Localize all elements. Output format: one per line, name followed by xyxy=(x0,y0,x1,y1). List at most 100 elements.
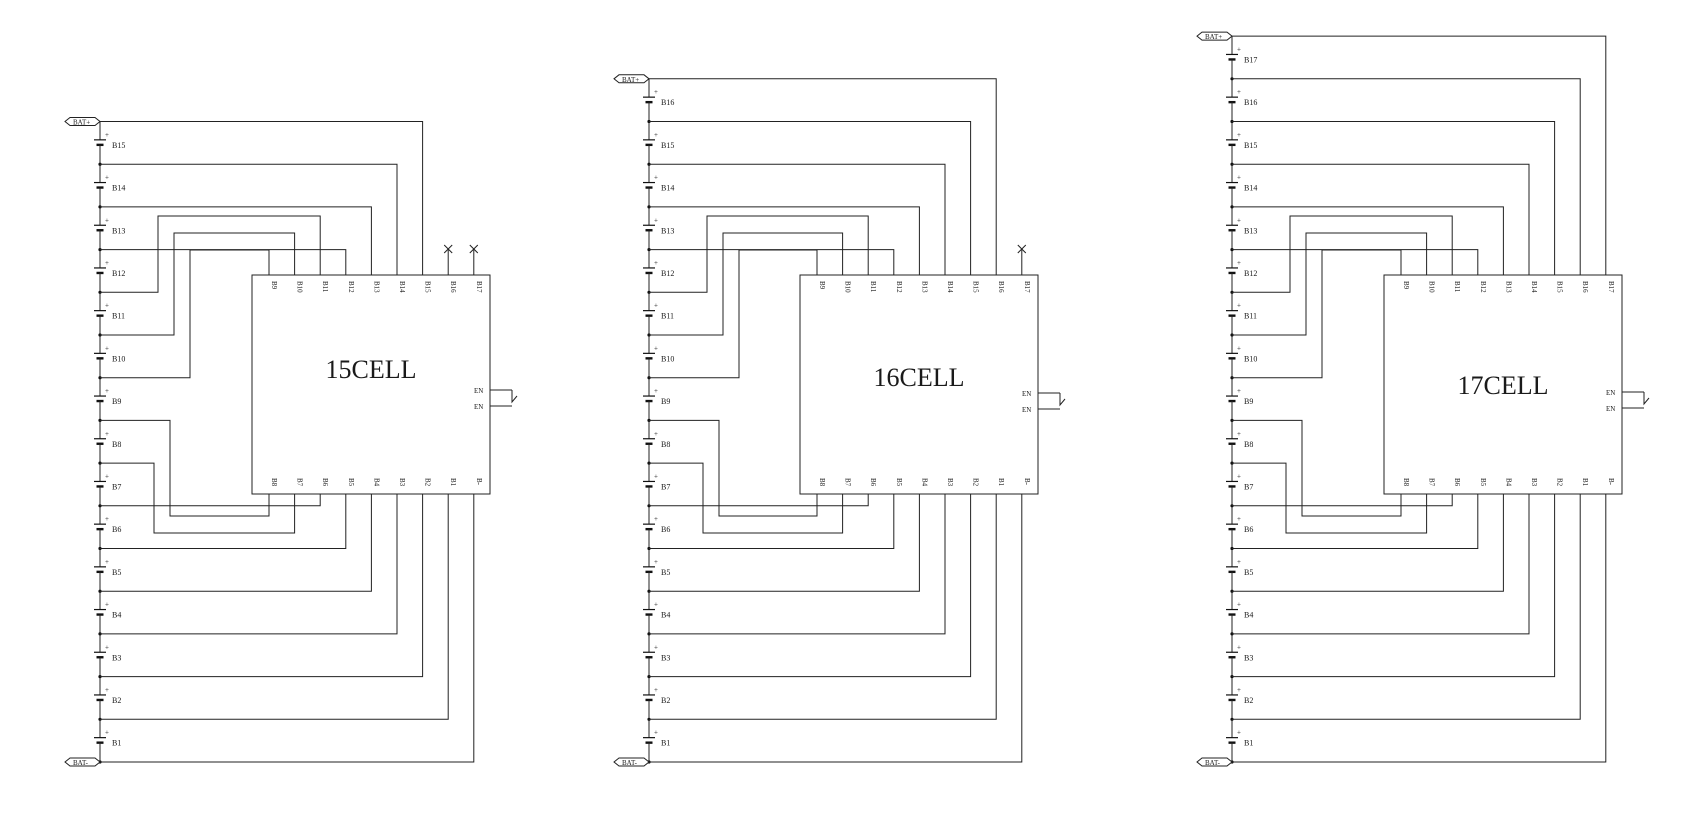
chip-label: 15CELL xyxy=(326,355,417,384)
top-pin-label: B10 xyxy=(844,281,852,293)
wire xyxy=(100,494,398,635)
cell-plus-sign: + xyxy=(654,387,658,395)
cell-label: B13 xyxy=(1244,226,1257,235)
cell-label: B9 xyxy=(661,397,670,406)
net-flag-label: BAT+ xyxy=(73,119,90,127)
wire xyxy=(100,494,475,763)
cell-plus-sign: + xyxy=(105,472,109,480)
cell-label: B10 xyxy=(112,354,125,363)
net-wire-bottom-b3 xyxy=(1232,494,1530,635)
bottom-pin-label: B1 xyxy=(449,478,457,487)
wire xyxy=(1232,494,1581,720)
cell-label: B14 xyxy=(661,184,674,193)
cell-plus-sign: + xyxy=(1237,387,1241,395)
cell-plus-sign: + xyxy=(105,131,109,139)
top-pin-label: B13 xyxy=(920,281,928,293)
wire xyxy=(1232,419,1402,517)
wire xyxy=(649,494,946,635)
battery-cell-b8: +B8 xyxy=(643,420,670,465)
cell-plus-sign: + xyxy=(654,430,658,438)
cell-plus-sign: + xyxy=(1237,729,1241,737)
bottom-pin-label: B7 xyxy=(1428,478,1436,487)
battery-cell-b12: +B12 xyxy=(643,249,674,294)
net-wire-bottom-b1 xyxy=(649,494,997,720)
top-pin-label: B10 xyxy=(296,281,304,293)
cell-label: B5 xyxy=(1244,568,1253,577)
battery-cell-b8: +B8 xyxy=(94,420,121,465)
battery-cell-b5: +B5 xyxy=(94,548,121,593)
bottom-pin-label: B6 xyxy=(869,478,877,487)
cell-plus-sign: + xyxy=(654,729,658,737)
net-wire-top-b15 xyxy=(100,121,424,275)
top-pin-label: B17 xyxy=(475,281,483,293)
battery-cell-b14: +B14 xyxy=(94,164,125,209)
wire xyxy=(649,121,972,275)
wire xyxy=(100,163,398,275)
net-wire-top-b11 xyxy=(100,215,321,293)
net-wire-bottom-b2 xyxy=(649,494,972,678)
cell-plus-sign: + xyxy=(1237,515,1241,523)
cell-label: B4 xyxy=(661,611,670,620)
battery-cell-b10: +B10 xyxy=(643,335,674,380)
cell-label: B8 xyxy=(112,440,121,449)
top-pin-label: B13 xyxy=(372,281,380,293)
net-flag-shape xyxy=(64,757,101,767)
cell-label: B4 xyxy=(1244,611,1253,620)
cell-plus-sign: + xyxy=(654,601,658,609)
schematic-15cell: +B1+B2+B3+B4+B5+B6+B7+B8+B9+B10+B11+B12+… xyxy=(64,117,518,767)
cell-plus-sign: + xyxy=(654,259,658,267)
net-wire-bottom-b1 xyxy=(100,494,449,720)
top-pin-label: B16 xyxy=(449,281,457,293)
wire xyxy=(100,494,424,678)
wire xyxy=(649,494,869,507)
no-connect-b17 xyxy=(469,244,479,275)
cell-label: B6 xyxy=(1244,525,1253,534)
net-wire-bottom-b5 xyxy=(1232,494,1479,549)
cell-label: B12 xyxy=(661,269,674,278)
cell-label: B6 xyxy=(112,525,121,534)
chip-body xyxy=(1383,274,1623,495)
cell-label: B1 xyxy=(112,739,121,748)
wire xyxy=(1232,232,1428,336)
chip-label: 17CELL xyxy=(1458,371,1549,400)
top-pin-label: B11 xyxy=(321,281,329,293)
battery-cell-b13: +B13 xyxy=(1226,206,1257,252)
net-wire-bottom-b- xyxy=(1232,494,1607,763)
wire xyxy=(649,78,997,275)
bottom-pin-label: B5 xyxy=(895,478,903,487)
net-flag-label: BAT+ xyxy=(1205,33,1222,41)
battery-cell-b15: +B15 xyxy=(1226,121,1257,166)
wire xyxy=(100,206,372,275)
battery-cell-b17: +B17 xyxy=(1226,36,1257,81)
net-wire-bottom-b6 xyxy=(100,494,321,507)
wire xyxy=(1232,494,1453,507)
bottom-pin-label: B7 xyxy=(844,478,852,487)
cell-plus-sign: + xyxy=(654,88,658,96)
top-pin-label: B11 xyxy=(1453,281,1461,293)
net-flag-label: BAT- xyxy=(622,759,638,767)
bottom-pin-label: B8 xyxy=(270,478,278,487)
net-wire-top-b12 xyxy=(100,249,347,275)
net-wire-bottom-b4 xyxy=(649,494,920,592)
cell-label: B12 xyxy=(1244,269,1257,278)
wire xyxy=(1232,494,1607,763)
top-pin-label: B10 xyxy=(1428,281,1436,293)
net-wire-top-b12 xyxy=(649,249,895,275)
en-pin-label: EN xyxy=(474,403,483,411)
net-wire-top-b14 xyxy=(1232,163,1530,275)
wire xyxy=(1232,249,1479,275)
cell-plus-sign: + xyxy=(1237,686,1241,694)
wire xyxy=(100,494,347,549)
bottom-pin-label: B7 xyxy=(296,478,304,487)
bottom-pin-label: B5 xyxy=(1479,478,1487,487)
cell-plus-sign: + xyxy=(105,344,109,352)
net-wire-bottom-b6 xyxy=(1232,494,1453,507)
battery-cell-b6: +B6 xyxy=(94,505,121,551)
net-wire-top-b13 xyxy=(649,206,920,275)
cell-label: B9 xyxy=(1244,397,1253,406)
cell-plus-sign: + xyxy=(1237,174,1241,182)
bottom-pin-label: B3 xyxy=(398,478,406,487)
net-wire-bottom-b4 xyxy=(1232,494,1504,592)
cell-label: B8 xyxy=(661,440,670,449)
